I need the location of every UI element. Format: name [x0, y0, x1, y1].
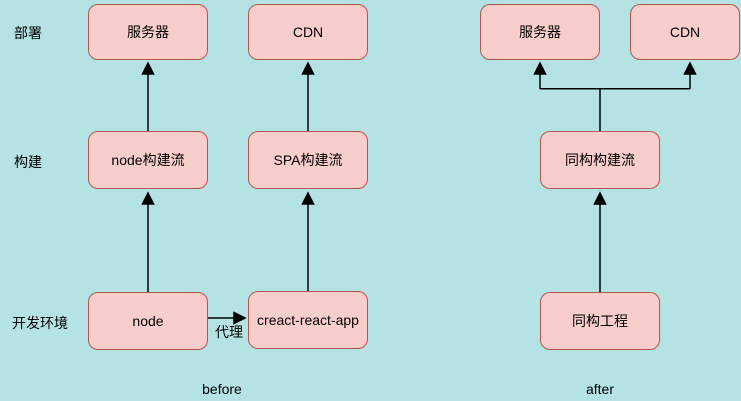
- node-after-isomorphic-build-stream: 同构构建流: [540, 131, 660, 189]
- row-label-dev-environment: 开发环境: [12, 315, 68, 331]
- node-before-spa-build-stream: SPA构建流: [248, 131, 368, 189]
- node-before-node-build-stream: node构建流: [88, 131, 208, 189]
- node-after-isomorphic-project: 同构工程: [540, 292, 660, 350]
- row-label-deploy: 部署: [14, 25, 42, 41]
- node-before-cdn: CDN: [248, 4, 368, 60]
- node-after-server: 服务器: [480, 4, 600, 60]
- edge-label-proxy: 代理: [215, 324, 243, 340]
- caption-before: before: [202, 381, 242, 397]
- node-after-cdn: CDN: [630, 4, 740, 60]
- caption-after: after: [585, 381, 614, 397]
- node-before-server: 服务器: [88, 4, 208, 60]
- row-label-build: 构建: [14, 154, 42, 170]
- node-before-creact-react-app: creact-react-app: [248, 291, 368, 349]
- node-before-node: node: [88, 292, 208, 350]
